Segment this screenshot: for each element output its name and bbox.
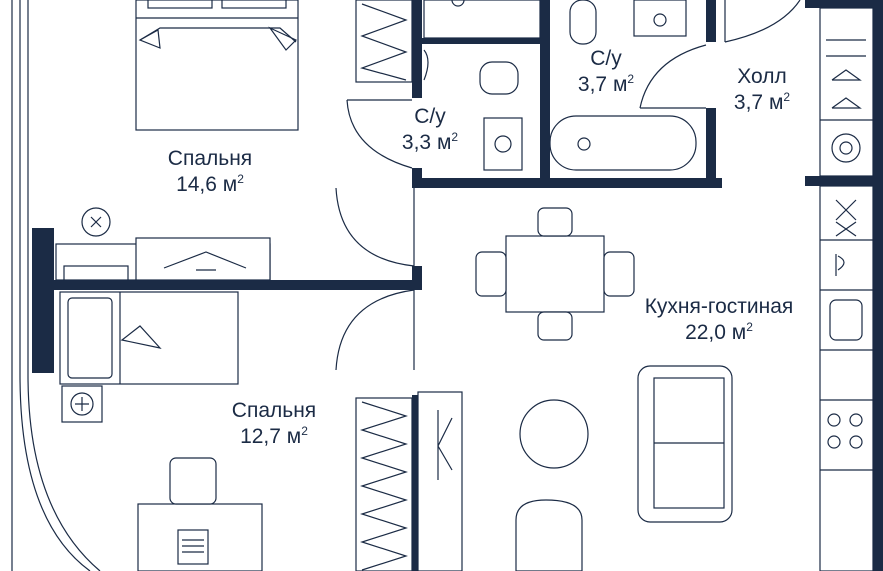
bed-small <box>59 291 239 385</box>
room-name: Спальня <box>167 147 253 170</box>
door-bath-right <box>639 44 707 109</box>
nightstand-large <box>81 207 111 237</box>
room-area: 12,7 м <box>240 425 302 449</box>
wardrobe-lower <box>355 397 413 571</box>
room-label-bath-small: С/у 3,3 м2 <box>380 104 480 157</box>
room-label-hall: Холл 3,7 м2 <box>712 64 812 117</box>
wall-bath-left <box>412 0 422 98</box>
room-name: Кухня-гостиная <box>644 295 794 318</box>
room-label-kitchen-living: Кухня-гостиная 22,0 м2 <box>612 294 826 347</box>
room-name: Спальня <box>231 399 317 422</box>
wall-right <box>873 0 883 571</box>
tv-unit <box>135 237 271 281</box>
tv-icon-living <box>437 410 453 480</box>
door-entrance <box>724 0 801 43</box>
wall-bath-right <box>706 108 716 188</box>
wall-bedroom-divider <box>42 280 414 290</box>
room-name: С/у <box>590 47 622 70</box>
room-area: 3,7 м <box>733 91 784 115</box>
wall-hall-top <box>805 0 883 8</box>
wardrobe-top-hatch <box>360 3 408 81</box>
hall-storage <box>819 7 874 177</box>
room-area: 3,7 м <box>577 73 628 97</box>
bed-large <box>135 0 299 131</box>
tv-stand <box>417 391 463 571</box>
door-bath-small <box>346 99 413 169</box>
wardrobe-lower-hatch <box>360 401 408 571</box>
room-name: Холл <box>737 65 787 88</box>
room-area: 22,0 м <box>685 321 747 345</box>
room-label-bath-right: С/у 3,7 м2 <box>556 46 656 99</box>
chair-desk <box>169 457 217 505</box>
room-area: 3,3 м <box>401 131 452 155</box>
walls <box>42 0 883 571</box>
bath-small-fixtures <box>423 0 541 171</box>
tv-icon <box>163 251 247 271</box>
nightstand-small <box>61 385 103 423</box>
room-area: 14,6 м <box>176 173 238 197</box>
wall-bath-divider <box>540 0 550 188</box>
door-corridor-top <box>335 187 415 267</box>
wall-hall-bottom <box>805 176 883 186</box>
doors <box>335 0 801 371</box>
coffee-table <box>519 399 589 469</box>
kitchen-counter <box>819 185 874 571</box>
bench <box>63 265 129 281</box>
sofa <box>637 365 733 523</box>
room-label-bedroom-large: Спальня 14,6 м2 <box>140 146 280 199</box>
door-bedroom-small <box>335 289 415 371</box>
room-name: С/у <box>414 105 446 128</box>
wall-bath-bottom <box>412 178 722 188</box>
wall-bath-shelf <box>420 38 544 44</box>
facade-column <box>32 228 54 373</box>
laptop-icon <box>177 529 209 565</box>
wall-bath-right-top <box>706 0 716 42</box>
bath-right-fixtures <box>549 0 697 171</box>
armchair <box>515 499 583 571</box>
wall-corridor-stub <box>412 266 422 290</box>
dining-table <box>475 207 635 341</box>
room-label-bedroom-small: Спальня 12,7 м2 <box>204 398 344 451</box>
facade <box>11 0 101 571</box>
wall-lower-stub <box>412 395 418 571</box>
